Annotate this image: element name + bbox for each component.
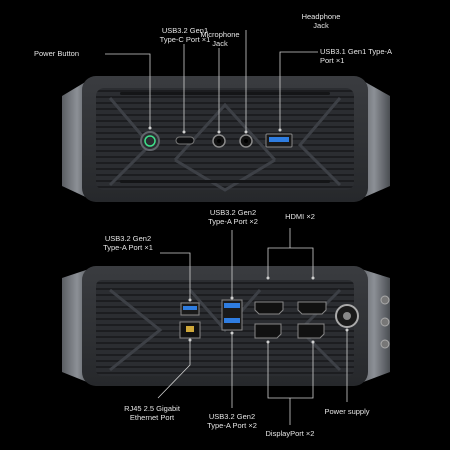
label-text: Headphone <box>301 12 341 21</box>
label-text: Type-A Port ×2 <box>208 217 258 226</box>
label-text: HDMI ×2 <box>285 212 315 221</box>
label-text: USB3.2 Gen2 <box>208 412 256 421</box>
label-text: Microphone <box>200 30 240 39</box>
label-text: Power Button <box>34 49 80 58</box>
label-usb-gen2-left: USB3.2 Gen2 Type-A Port ×1 <box>92 234 164 252</box>
label-text: DisplayPort ×2 <box>265 429 315 438</box>
label-rj45: RJ45 2.5 Gigabit Ethernet Port <box>112 404 192 422</box>
label-text: USB3.2 Gen2 <box>209 208 257 217</box>
label-text: Type-A Port ×1 <box>103 243 153 252</box>
label-text: USB3.2 Gen2 <box>104 234 152 243</box>
label-text: Type-C Port ×1 <box>159 35 211 44</box>
label-text: Jack <box>212 39 228 48</box>
label-usb-gen2-top: USB3.2 Gen2 Type-A Port ×2 <box>197 208 269 226</box>
rear-leader-lines <box>157 228 348 425</box>
power-button-icon <box>140 131 160 151</box>
label-mic: Microphone Jack <box>193 30 247 48</box>
label-power-button: Power Button <box>34 49 79 58</box>
label-text: USB3.1 Gen1 Type-A <box>320 47 392 56</box>
label-hdmi: HDMI ×2 <box>270 212 330 221</box>
label-usb-gen2-bottom: USB3.2 Gen2 Type-A Port ×2 <box>196 412 268 430</box>
label-displayport: DisplayPort ×2 <box>258 429 322 438</box>
label-headphone: Headphone Jack <box>286 12 356 30</box>
rear-panel <box>62 266 390 386</box>
hdmi-port-2-icon <box>297 301 327 315</box>
label-text: Jack <box>313 21 329 30</box>
displayport-2-icon <box>297 323 325 339</box>
label-text: USB3.2 Gen1 <box>161 26 209 35</box>
usbc-port-icon <box>175 136 195 145</box>
label-usbc: USB3.2 Gen1 Type-C Port ×1 <box>150 26 220 44</box>
label-text: Port ×1 <box>320 56 345 65</box>
label-text: Type-A Port ×2 <box>207 421 257 430</box>
front-leader-lines <box>105 30 318 132</box>
hdmi-port-1-icon <box>254 301 284 315</box>
label-usba: USB3.1 Gen1 Type-A Port ×1 <box>320 47 392 65</box>
front-panel <box>62 76 390 202</box>
label-text: Ethernet Port <box>129 413 175 422</box>
displayport-1-icon <box>254 323 282 339</box>
label-text: Power supply <box>324 407 370 416</box>
label-power-supply: Power supply <box>316 407 378 416</box>
label-text: RJ45 2.5 Gigabit <box>124 404 180 413</box>
